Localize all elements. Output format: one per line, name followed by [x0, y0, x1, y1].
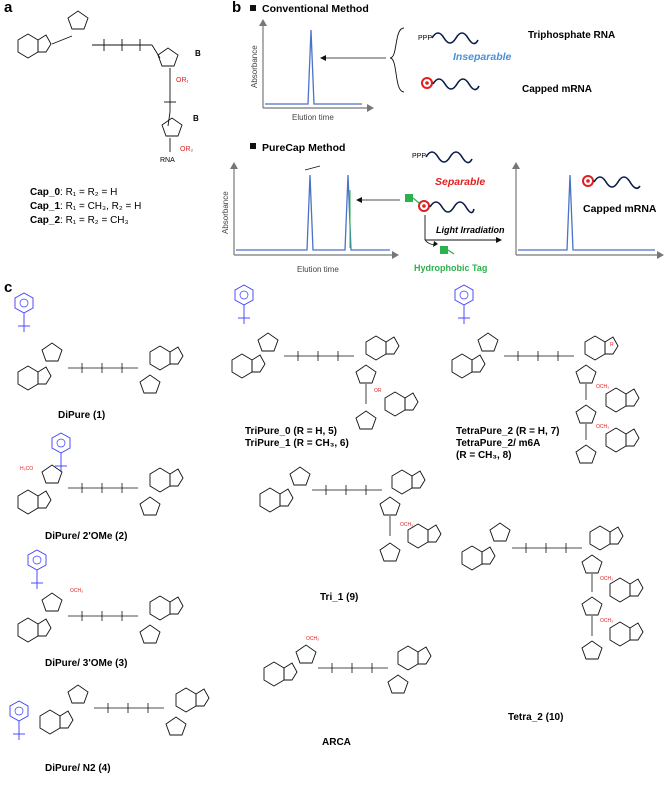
- triphosphate-rna-label: Triphosphate RNA: [528, 30, 615, 41]
- purecap-bullet: [250, 143, 256, 149]
- result-mrna-wave: [593, 176, 641, 190]
- tripure-structure: OR: [231, 284, 419, 430]
- dipure-3-structure: OCH₃: [17, 549, 184, 644]
- dipure-4-structure: [9, 684, 210, 741]
- heading-pointer: [304, 165, 321, 171]
- cap-0-name: Cap_0: [30, 187, 60, 198]
- cap-structure: [17, 10, 183, 152]
- conventional-bullet: [250, 5, 256, 11]
- cap-icon-1: [421, 77, 433, 89]
- conventional-arrowhead: [320, 55, 326, 61]
- tag-release-arrowhead: [433, 241, 438, 247]
- compound-5-label: TriPure_0 (R = H, 5): [245, 426, 337, 437]
- compound-4-label: DiPure/ N2 (4): [45, 763, 111, 774]
- svg-text:R: R: [610, 342, 614, 348]
- compound-8-def: (R = CH₃, 8): [456, 450, 511, 461]
- dipure-2-structure: H₃CO: [17, 432, 184, 516]
- tetrapure-structure: OCH₃ OCH₃ R: [451, 284, 640, 464]
- cap-1-line: Cap_1: R₁ = CH₃, R₂ = H: [30, 201, 141, 212]
- compound-10-label: Tetra_2 (10): [508, 712, 563, 723]
- result-chromatogram: [512, 162, 664, 259]
- cap-0-line: Cap_0: R₁ = R₂ = H: [30, 187, 117, 198]
- cap-1-name: Cap_1: [30, 201, 60, 212]
- base-label-1: B: [195, 49, 201, 58]
- svg-text:OCH₃: OCH₃: [306, 636, 319, 642]
- purecap-ylabel: Absorbance: [221, 191, 230, 234]
- purecap-chromatogram: [230, 162, 399, 259]
- result-capped-mrna-label: Capped mRNA: [583, 203, 657, 215]
- cap-icon-2: [418, 200, 430, 212]
- svg-text:OR: OR: [374, 388, 382, 394]
- or2-label: OR₂: [180, 146, 194, 153]
- purecap-heading: PureCap Method: [262, 142, 345, 154]
- tri1-structure: OCH₃: [259, 466, 442, 562]
- panel-a-letter: a: [4, 0, 13, 16]
- svg-text:H₃CO: H₃CO: [20, 466, 33, 472]
- cap-definitions: Cap_0: R₁ = R₂ = H Cap_1: R₁ = CH₃, R₂ =…: [30, 187, 141, 226]
- svg-text:OCH₃: OCH₃: [596, 424, 609, 430]
- conventional-xlabel: Elution time: [292, 113, 334, 122]
- ppp-label-2: PPP: [412, 153, 426, 160]
- panel-b-letter: b: [232, 0, 241, 16]
- cap-2-line: Cap_2: R₁ = R₂ = CH₃: [30, 215, 129, 226]
- ppp-label-1: PPP: [418, 35, 432, 42]
- svg-text:OCH₃: OCH₃: [400, 522, 413, 528]
- tetra2-structure: OCH₃ OCH₃: [461, 522, 644, 660]
- compound-9-label: Tri_1 (9): [320, 592, 358, 603]
- conventional-ylabel: Absorbance: [250, 45, 259, 88]
- capped-mrna-wave-1: [432, 78, 480, 91]
- cap-icon-1-dot: [425, 81, 429, 85]
- separable-label: Separable: [435, 176, 485, 188]
- purecap-ppp-wave: [425, 151, 473, 164]
- conventional-brace: [389, 27, 405, 93]
- triphosphate-rna-wave: [431, 32, 479, 45]
- cap-icon-2-dot: [422, 204, 426, 208]
- cap-icon-3: [582, 175, 594, 187]
- panel-c-letter: c: [4, 279, 12, 296]
- tag-linker: [412, 197, 420, 204]
- hydrophobic-tag-label: Hydrophobic Tag: [414, 263, 487, 273]
- svg-text:OCH₃: OCH₃: [600, 576, 613, 582]
- cap-1-def: : R₁ = CH₃, R₂ = H: [60, 201, 141, 212]
- base-label-2: B: [193, 114, 199, 123]
- compound-3-label: DiPure/ 3'OMe (3): [45, 658, 127, 669]
- svg-text:OCH₃: OCH₃: [596, 384, 609, 390]
- compound-8-label: TetraPure_2/ m6A: [456, 438, 540, 449]
- inseparable-label: Inseparable: [453, 51, 512, 63]
- cap-0-def: : R₁ = R₂ = H: [60, 187, 117, 198]
- compound-7-label: TetraPure_2 (R = H, 7): [456, 426, 559, 437]
- hydrophobic-tag-square: [405, 194, 413, 202]
- released-tag-linker: [447, 249, 455, 255]
- compound-2-label: DiPure/ 2'OMe (2): [45, 531, 127, 542]
- light-arrowhead: [496, 237, 502, 243]
- cap-2-name: Cap_2: [30, 215, 60, 226]
- conventional-chromatogram: [259, 19, 374, 112]
- tagged-mrna-wave: [429, 201, 475, 214]
- cap-2-def: : R₁ = R₂ = CH₃: [60, 215, 129, 226]
- compound-6-label: TriPure_1 (R = CH₃, 6): [245, 438, 349, 449]
- purecap-xlabel: Elution time: [297, 265, 339, 274]
- capped-mrna-label-1: Capped mRNA: [522, 84, 592, 95]
- svg-text:OCH₃: OCH₃: [600, 618, 613, 624]
- svg-text:OCH₃: OCH₃: [70, 588, 83, 594]
- cap-icon-3-dot: [586, 179, 590, 183]
- light-irradiation-label: Light Irradiation: [436, 225, 505, 235]
- arca-structure: OCH₃: [263, 636, 432, 694]
- purecap-arrowhead: [356, 197, 362, 203]
- rna-label: RNA: [160, 157, 175, 164]
- or1-label: OR₁: [176, 77, 190, 84]
- released-tag-square: [440, 246, 448, 254]
- arca-label: ARCA: [322, 737, 351, 748]
- dipure-1-structure: [14, 292, 184, 394]
- compound-1-label: DiPure (1): [58, 410, 105, 421]
- conventional-heading: Conventional Method: [262, 3, 369, 15]
